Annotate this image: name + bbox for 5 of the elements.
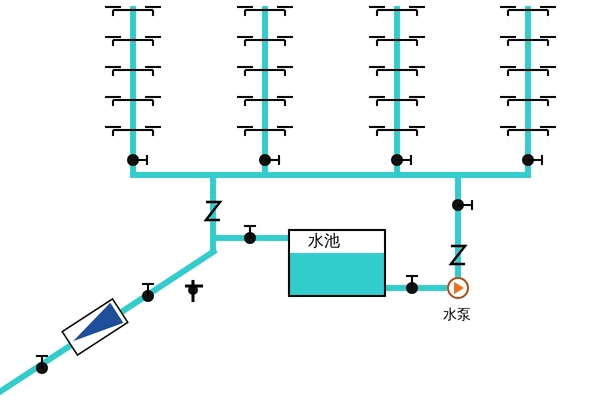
tank-label: 水池 xyxy=(308,232,340,250)
pipe xyxy=(386,285,447,291)
pump-label: 水泵 xyxy=(443,307,471,323)
water-tank xyxy=(288,229,386,297)
pump-symbol xyxy=(447,277,469,299)
